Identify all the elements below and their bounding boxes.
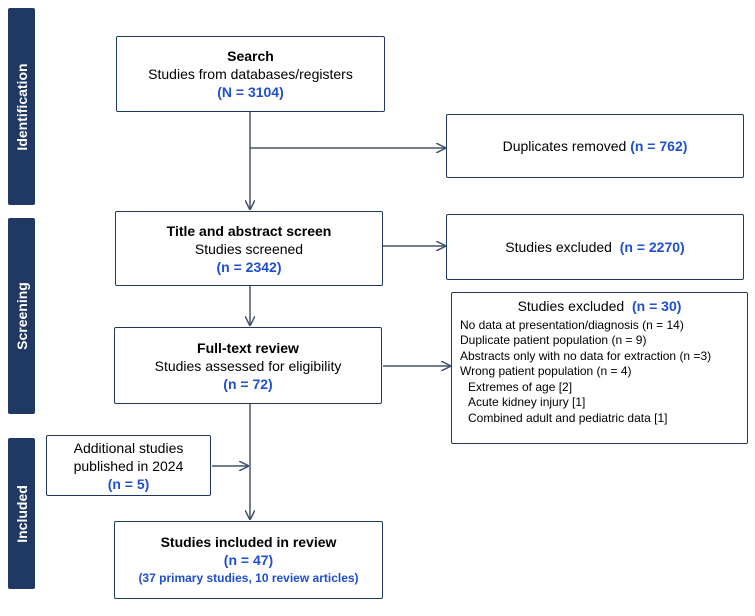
exclusion-reason: Duplicate patient population (n = 9)	[460, 333, 647, 347]
screen-excluded-count: (n = 2270)	[619, 239, 685, 255]
fulltext-excluded-title: Studies excluded	[517, 298, 625, 314]
exclusion-reason: No data at presentation/diagnosis (n = 1…	[460, 317, 684, 332]
fulltext-excluded-box: Studies excluded (n = 30) No data at pre…	[451, 292, 748, 444]
included-box: Studies included in review (n = 47) (37 …	[114, 521, 383, 599]
search-text: Studies from databases/registers	[148, 66, 353, 82]
fulltext-excluded-heading: Studies excluded (n = 30)	[460, 298, 739, 315]
fulltext-title: Full-text review	[197, 339, 299, 356]
duplicates-text: Duplicates removed	[502, 138, 627, 154]
additional-line2: published in 2024	[73, 457, 184, 474]
screen-title: Title and abstract screen	[166, 222, 332, 239]
phase-bar-identification: Identification	[8, 8, 35, 205]
screen-excluded-box: Studies excluded (n = 2270)	[446, 214, 744, 280]
search-count: (N = 3104)	[217, 84, 284, 100]
screen-count: (n = 2342)	[216, 258, 282, 275]
exclusion-subreason: Combined adult and pediatric data [1]	[468, 410, 668, 425]
phase-bar-screening: Screening	[8, 218, 35, 414]
phase-bar-included: Included	[8, 438, 35, 589]
exclusion-subreason: Extremes of age [2]	[468, 379, 573, 394]
fulltext-count: (n = 72)	[223, 375, 273, 392]
duplicates-count: (n = 762)	[630, 138, 688, 154]
included-detail: (37 primary studies, 10 review articles)	[138, 571, 359, 585]
additional-studies-box: Additional studies published in 2024 (n …	[46, 435, 211, 496]
search-title: Search	[227, 48, 274, 64]
fulltext-excluded-count: (n = 30)	[632, 298, 682, 314]
search-box: Search Studies from databases/registers …	[116, 36, 385, 112]
fulltext-text: Studies assessed for eligibility	[154, 357, 342, 374]
additional-count: (n = 5)	[107, 475, 150, 492]
exclusion-subreason: Acute kidney injury [1]	[468, 395, 586, 409]
screen-box: Title and abstract screen Studies screen…	[115, 211, 383, 286]
exclusion-reason: Abstracts only with no data for extracti…	[460, 348, 712, 363]
screen-excluded-text: Studies excluded	[505, 239, 612, 255]
included-count: (n = 47)	[223, 552, 274, 568]
screen-text: Studies screened	[194, 240, 304, 257]
duplicates-box: Duplicates removed (n = 762)	[446, 114, 744, 178]
exclusion-reason: Wrong patient population (n = 4)	[460, 364, 632, 378]
included-title: Studies included in review	[160, 534, 337, 550]
fulltext-box: Full-text review Studies assessed for el…	[114, 327, 382, 404]
additional-line1: Additional studies	[73, 439, 184, 456]
